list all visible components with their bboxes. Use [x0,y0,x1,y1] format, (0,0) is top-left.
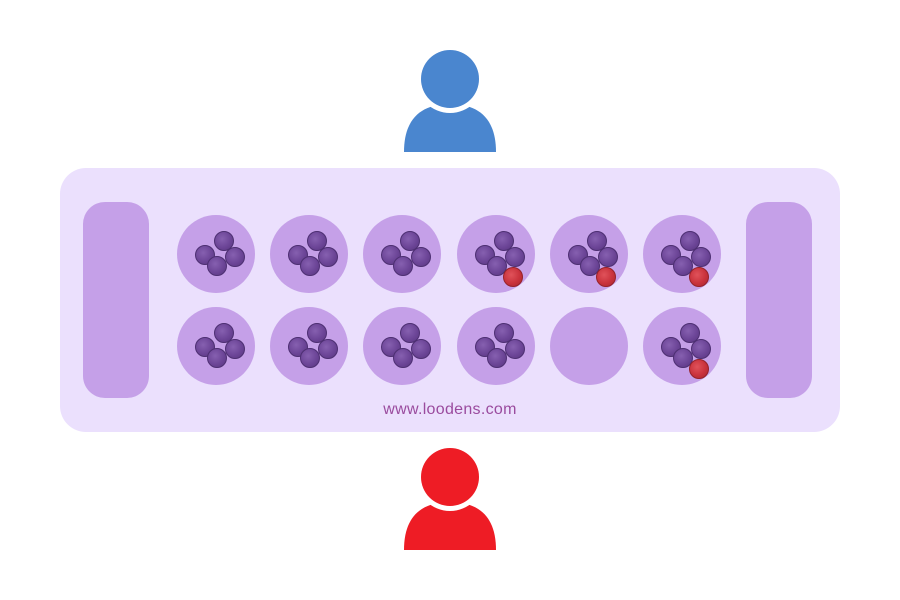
purple-seed [494,231,514,251]
purple-seed [307,323,327,343]
person-icon [404,446,496,550]
purple-seed [580,256,600,276]
top-pit-3[interactable] [363,215,441,293]
red-seed [689,267,709,287]
red-seed [689,359,709,379]
purple-seed [318,247,338,267]
purple-seed [680,323,700,343]
purple-seed [680,231,700,251]
purple-seed [225,247,245,267]
top-pit-5[interactable] [550,215,628,293]
purple-seed [400,231,420,251]
purple-seed [494,323,514,343]
bottom-pit-3[interactable] [363,307,441,385]
bottom-pit-1[interactable] [177,307,255,385]
red-seed [503,267,523,287]
purple-seed [214,323,234,343]
purple-seed [411,339,431,359]
purple-seed [505,339,525,359]
bottom-pit-4[interactable] [457,307,535,385]
bottom-player-avatar [402,446,498,550]
top-player-avatar [402,48,498,152]
purple-seed [300,256,320,276]
bottom-pit-5[interactable] [550,307,628,385]
purple-seed [207,256,227,276]
red-seed [596,267,616,287]
bottom-pit-2[interactable] [270,307,348,385]
purple-seed [691,247,711,267]
game-board: www.loodens.com [60,168,840,432]
purple-seed [487,348,507,368]
purple-seed [487,256,507,276]
purple-seed [207,348,227,368]
website-label: www.loodens.com [383,401,517,418]
person-icon [404,48,496,152]
top-pit-1[interactable] [177,215,255,293]
purple-seed [225,339,245,359]
top-pit-6[interactable] [643,215,721,293]
purple-seed [393,348,413,368]
purple-seed [673,348,693,368]
purple-seed [307,231,327,251]
top-pit-4[interactable] [457,215,535,293]
purple-seed [505,247,525,267]
purple-seed [673,256,693,276]
purple-seed [587,231,607,251]
purple-seed [214,231,234,251]
purple-seed [691,339,711,359]
purple-seed [318,339,338,359]
purple-seed [300,348,320,368]
purple-seed [411,247,431,267]
purple-seed [400,323,420,343]
top-pit-2[interactable] [270,215,348,293]
left-store[interactable] [83,202,149,398]
purple-seed [598,247,618,267]
purple-seed [393,256,413,276]
right-store[interactable] [746,202,812,398]
bottom-pit-6[interactable] [643,307,721,385]
